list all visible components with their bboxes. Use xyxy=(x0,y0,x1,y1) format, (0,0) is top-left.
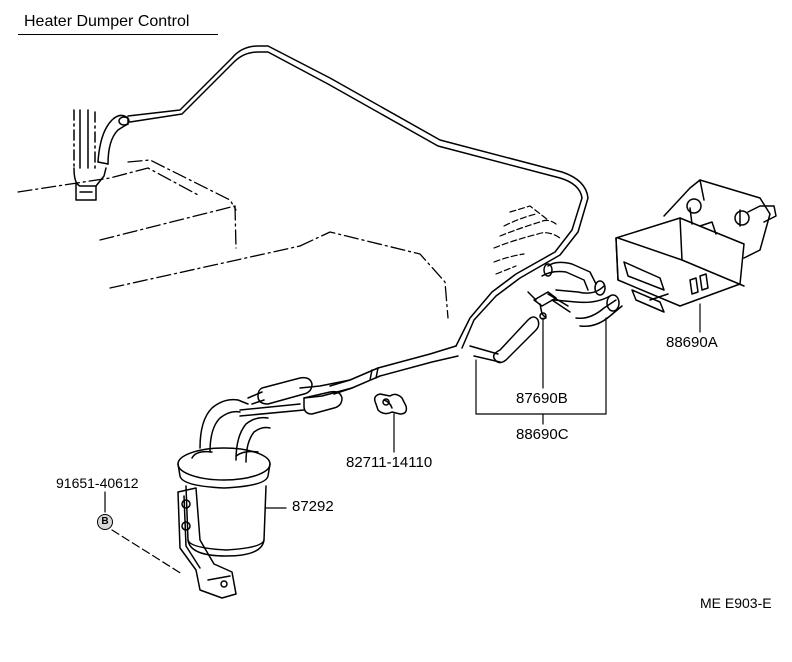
part-label-vacuum-tee: 87690B xyxy=(516,390,568,407)
vsv-hoses xyxy=(541,261,623,328)
vacuum-tee-shape xyxy=(527,291,571,320)
part-label-hose-clamp: 82711-14110 xyxy=(346,454,433,471)
mounting-bracket xyxy=(177,487,237,599)
background-hoses xyxy=(493,205,561,275)
callout-marker-b: B xyxy=(97,514,113,530)
part-label-hose-set: 88690C xyxy=(516,426,569,443)
short-hose xyxy=(469,316,540,364)
tank-hoses xyxy=(239,376,343,417)
part-label-vsv: 88690A xyxy=(666,334,718,351)
leader-lines xyxy=(104,303,701,575)
title-underline xyxy=(18,34,218,35)
vsv-shape xyxy=(615,179,777,313)
vacuum-line-long xyxy=(127,45,589,349)
diagram-title: Heater Dumper Control xyxy=(24,13,190,30)
part-label-vacuum-tank: 87292 xyxy=(292,498,334,515)
part-label-bolt: 91651-40612 xyxy=(56,475,139,491)
callout-marker-letter: B xyxy=(101,516,109,527)
figure-code: ME E903-E xyxy=(700,595,772,611)
branch-lines xyxy=(299,345,459,399)
hose-clamp-shape xyxy=(373,393,408,415)
vacuum-tank-shape xyxy=(177,398,271,557)
engine-bay-outline xyxy=(17,159,449,319)
heater-pipe xyxy=(73,109,107,201)
heater-hose xyxy=(97,114,130,165)
